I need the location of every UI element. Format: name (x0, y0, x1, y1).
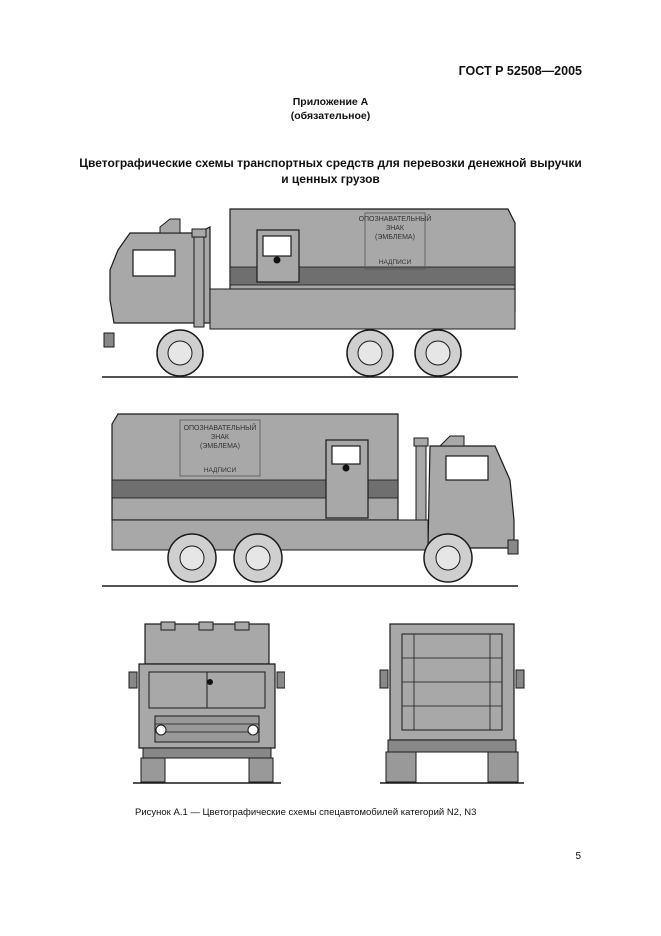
section-title-line2: и ценных грузов (281, 172, 380, 186)
sign-label-line1: ОПОЗНАВАТЕЛЬНЫЙ (359, 214, 432, 223)
sign-label-line3-b: (ЭМБЛЕМА) (200, 443, 240, 450)
sign-label-line2-b: ЗНАК (211, 434, 230, 441)
figure-caption: Рисунок А.1 — Цветографические схемы спе… (135, 807, 477, 818)
annex-title: Приложение А (292, 96, 369, 108)
inscription-label-b: НАДПИСИ (204, 467, 237, 474)
annex-status: (обязательное) (290, 110, 371, 122)
sign-label-line1-b: ОПОЗНАВАТЕЛЬНЫЙ (184, 423, 257, 432)
section-title-line1: Цветографические схемы транспортных сред… (79, 156, 582, 170)
inscription-label: НАДПИСИ (379, 259, 412, 266)
truck-front-view (128, 621, 285, 784)
sign-label-line2: ЗНАК (386, 225, 405, 232)
standard-number: ГОСТ Р 52508—2005 (458, 64, 582, 78)
truck-side-view-right: ОПОЗНАВАТЕЛЬНЫЙ ЗНАК (ЭМБЛЕМА) НАДПИСИ (102, 413, 519, 587)
section-title: Цветографические схемы транспортных сред… (60, 155, 601, 187)
truck-side-view-left: ОПОЗНАВАТЕЛЬНЫЙ ЗНАК (ЭМБЛЕМА) НАДПИСИ (102, 208, 518, 378)
page-number: 5 (575, 851, 581, 862)
annex-heading: Приложение А (обязательное) (0, 95, 661, 123)
sign-label-line3: (ЭМБЛЕМА) (375, 234, 415, 241)
truck-rear-view (379, 623, 525, 784)
